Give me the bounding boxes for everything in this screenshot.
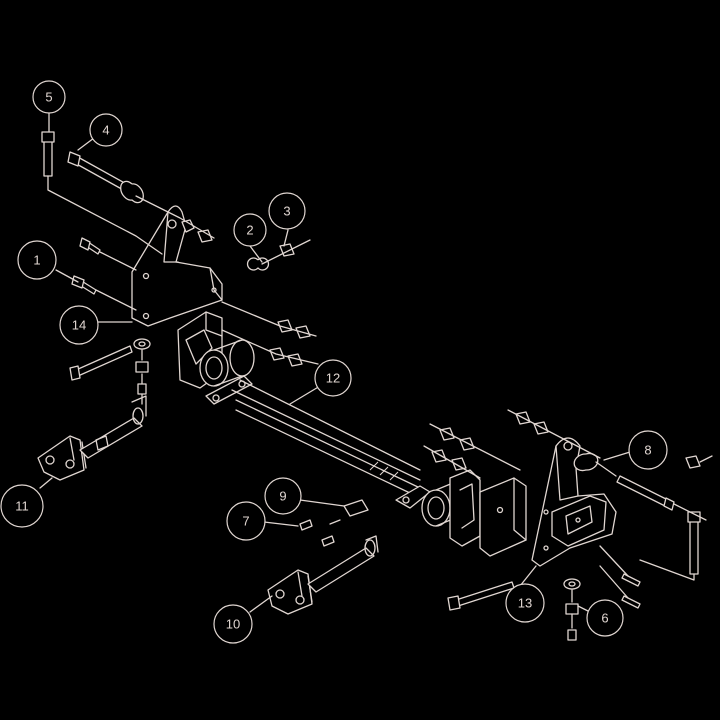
callout-7: 7: [226, 501, 266, 541]
svg-text:12: 12: [326, 371, 340, 386]
svg-text:9: 9: [279, 489, 286, 504]
svg-text:11: 11: [15, 499, 29, 514]
callout-6: 6: [586, 599, 624, 637]
alignment-lines: [47, 175, 713, 629]
svg-text:13: 13: [518, 596, 532, 611]
left-mounting-bracket: [131, 205, 223, 327]
right-hitch-bracket: [395, 469, 527, 557]
svg-text:2: 2: [246, 223, 253, 238]
bolts: [41, 131, 701, 611]
svg-text:3: 3: [283, 204, 290, 219]
svg-text:5: 5: [45, 90, 52, 105]
svg-text:8: 8: [644, 443, 651, 458]
svg-text:14: 14: [72, 318, 86, 333]
callout-13: 13: [505, 583, 545, 623]
callout-3: 3: [268, 192, 306, 230]
callout-8: 8: [628, 430, 668, 470]
right-mounting-bracket: [531, 437, 617, 567]
callout-11: 11: [0, 484, 44, 528]
callout-9: 9: [264, 477, 302, 515]
callout-12: 12: [314, 359, 352, 397]
right-clevis-assembly: [267, 535, 379, 615]
callout-10: 10: [213, 604, 253, 644]
svg-text:1: 1: [33, 253, 40, 268]
callout-leaders: [39, 112, 631, 613]
callout-14: 14: [59, 305, 99, 345]
left-hitch-bracket: [177, 311, 255, 405]
callout-5: 5: [32, 80, 66, 114]
svg-text:4: 4: [102, 123, 109, 138]
cross-tube: [231, 379, 421, 495]
callout-2: 2: [233, 213, 267, 247]
callout-4: 4: [89, 113, 123, 147]
left-clevis-assembly: [37, 395, 147, 481]
svg-text:10: 10: [226, 617, 240, 632]
svg-text:6: 6: [601, 611, 608, 626]
nuts-and-washers: [133, 219, 701, 641]
svg-text:7: 7: [242, 514, 249, 529]
callout-1: 1: [17, 240, 57, 280]
